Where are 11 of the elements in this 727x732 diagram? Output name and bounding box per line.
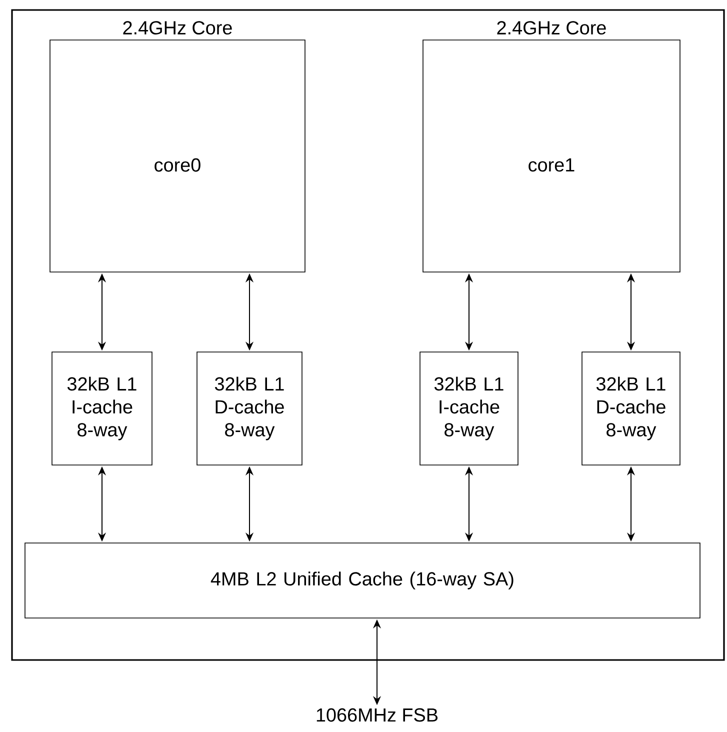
cache-box: 32kB L1 D-cache 8-way <box>582 352 680 466</box>
core-label: core0 <box>154 158 200 172</box>
cache-box: 32kB L1 I-cache 8-way <box>52 352 152 466</box>
frame-box <box>11 9 725 661</box>
core-label: core1 <box>528 158 574 172</box>
cache-box: 32kB L1 I-cache 8-way <box>420 352 518 466</box>
core-heading: 2.4GHz Core <box>497 21 606 34</box>
cache-box: 4MB L2 Unified Cache (16-way SA) <box>24 542 700 618</box>
core-heading: 2.4GHz Core <box>123 21 232 34</box>
cache-box: 32kB L1 D-cache 8-way <box>196 352 302 466</box>
bus-label: 1066MHz FSB <box>316 708 438 722</box>
